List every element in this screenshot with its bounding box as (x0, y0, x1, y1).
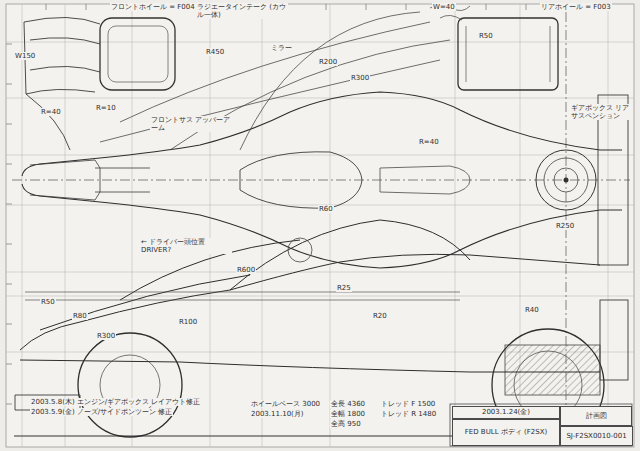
rear-wing-endplate (600, 300, 628, 380)
annotation-text: R=40 (40, 108, 62, 116)
rear-hub-circle (536, 150, 596, 210)
title-block-cell: 2003.1.24(金) (452, 406, 560, 419)
annotation-text: R50 (40, 298, 56, 306)
annotation-text: フロントホイール = F004 (110, 3, 196, 11)
title-block-frame (450, 404, 632, 446)
title-block-cell: SJ-F2SX0010-001 (560, 426, 633, 446)
annotation-text: 2003.11.10(月) (250, 410, 305, 418)
center-line (12, 180, 630, 181)
annotation-text: R80 (72, 312, 88, 320)
front-tyre-plan (100, 18, 175, 90)
engine-cover-plan (380, 166, 470, 194)
annotation-text: 全長 4360 (330, 400, 366, 408)
front-tyre-plan-inner (108, 26, 168, 82)
annotation-text: ← ドライバー頭位置 DRIVER? (140, 238, 232, 254)
annotation-text: R450 (205, 48, 225, 56)
title-block-text: 2003.1.24(金) (479, 408, 533, 416)
annotation-text: W=40 (432, 3, 456, 11)
rear-hub-centre (564, 178, 569, 183)
rear-hub-circle (554, 168, 578, 192)
annotation-text: ギアボックス リアサスペンション (570, 104, 632, 120)
annotation-text: リアホイール = F003 (540, 3, 612, 11)
rear-wing-plan (598, 95, 628, 265)
annotation-text: トレッド R 1480 (380, 410, 437, 418)
title-block-text: FED BULL ボディ (F2SX) (462, 428, 550, 436)
annotation-text: 2003.5.9(金) ノーズ/サイドポンツーン 修正 (30, 408, 173, 416)
annotation-text: ミラー (270, 44, 293, 52)
title-block-cell: FED BULL ボディ (F2SX) (452, 419, 560, 446)
annotation-text: ホイールベース 3000 (250, 400, 321, 408)
title-block-text: SJ-F2SX0010-001 (563, 432, 629, 440)
driver-helmet (288, 238, 312, 262)
body-outline-plan-mirror (22, 184, 622, 268)
sidepod-sweep-lines (100, 12, 450, 150)
grid-lines (6, 4, 634, 447)
annotation-text: フロントサス アッパーアーム (150, 116, 232, 132)
annotation-text: R600 (236, 266, 256, 274)
rear-hub-circle (544, 158, 588, 202)
annotation-text: R200 (318, 58, 338, 66)
annotation-text: ラジエータインテーク (カウル一体) (196, 3, 288, 19)
annotation-text: R250 (555, 222, 575, 230)
annotation-text: トレッド F 1500 (380, 400, 436, 408)
annotation-text: 全幅 1800 (330, 410, 366, 418)
nose-plan (30, 160, 150, 200)
annotation-text: R=10 (95, 104, 117, 112)
cockpit-opening (240, 152, 362, 208)
annotation-text: R=40 (418, 138, 440, 146)
annotation-text: R40 (524, 306, 540, 314)
annotation-text: R100 (178, 318, 198, 326)
sheet-frame (6, 4, 634, 447)
annotation-text: R300 (96, 332, 116, 340)
body-profile-side (20, 220, 600, 372)
annotation-text: R60 (318, 205, 334, 213)
floor-band-side (25, 292, 460, 300)
annotation-text: 全高 950 (330, 420, 362, 428)
scale-ticks (6, 4, 606, 404)
front-wheel-side (78, 333, 182, 437)
annotation-text: R20 (372, 312, 388, 320)
front-wing-plan (24, 17, 100, 150)
title-block-cell: 計画図 (560, 406, 632, 426)
annotation-text: R300 (350, 74, 370, 82)
body-outline-plan (22, 92, 622, 176)
title-block-text: 計画図 (583, 412, 610, 420)
rear-tyre-plan-inner (466, 26, 550, 82)
gearbox-hatched (505, 345, 600, 395)
rear-tyre-plan (458, 18, 558, 90)
annotation-text: W150 (14, 52, 36, 60)
annotation-text: R25 (336, 284, 352, 292)
annotation-text: R50 (478, 32, 494, 40)
annotation-text: 2003.5.8(木) エンジン/ギアボックス レイアウト修正 (30, 398, 201, 406)
